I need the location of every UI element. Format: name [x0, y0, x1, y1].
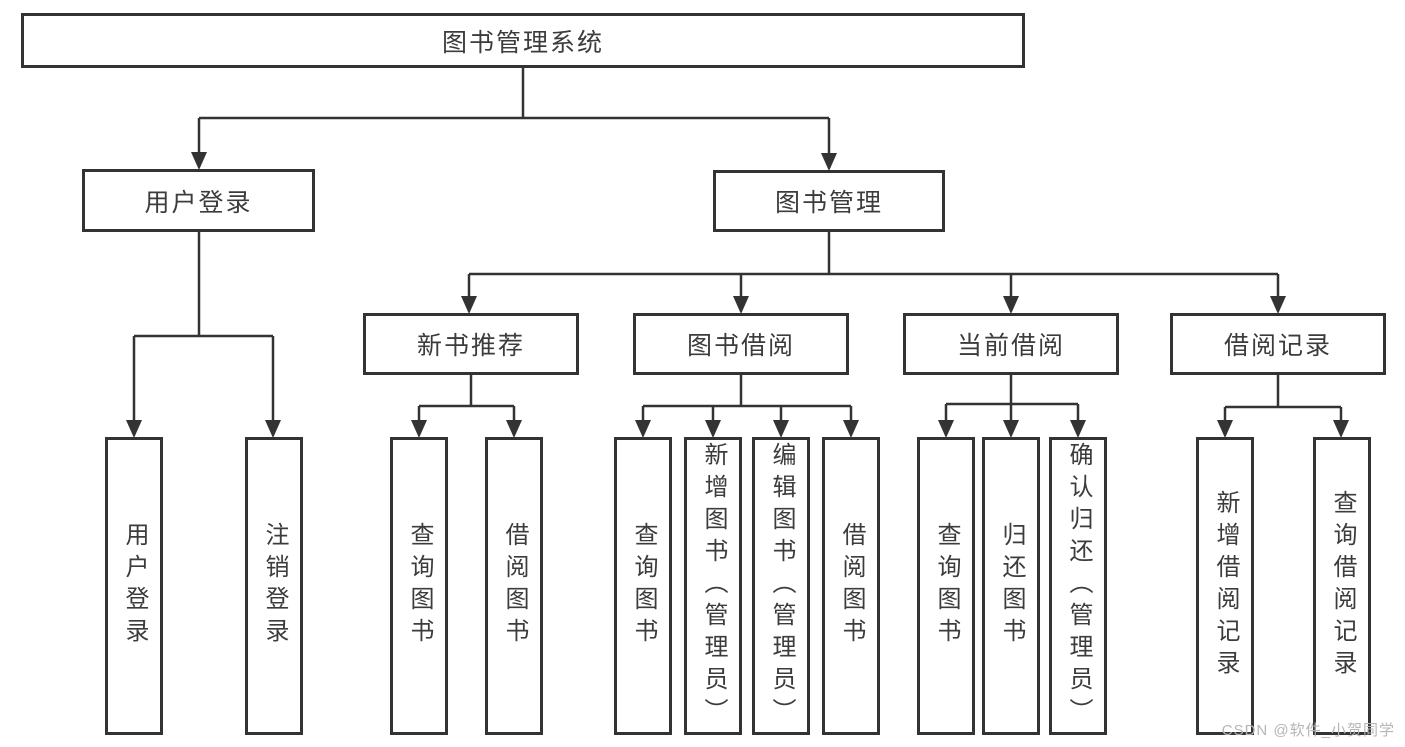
leaf-query-books-current: 查询图书 — [917, 437, 975, 735]
leaf-label: 查询图书 — [406, 522, 433, 650]
node-label: 当前借阅 — [956, 332, 1065, 360]
arrow-icon — [1333, 420, 1349, 438]
node-label: 图书管理 — [774, 189, 883, 217]
node-borrow-records: 借阅记录 — [1170, 313, 1386, 375]
arrow-icon — [733, 296, 749, 314]
arrow-icon — [265, 420, 281, 438]
arrow-icon — [191, 152, 207, 170]
arrow-icon — [1270, 296, 1286, 314]
leaf-borrow-books-borrow: 借阅图书 — [822, 437, 880, 735]
arrow-icon — [461, 296, 477, 314]
arrow-icon — [126, 420, 142, 438]
arrow-icon — [773, 420, 789, 438]
node-label: 借阅记录 — [1223, 332, 1332, 360]
leaf-label: 确认归还（管理员） — [1065, 442, 1092, 730]
node-book-borrow: 图书借阅 — [633, 313, 849, 375]
leaf-logout: 注销登录 — [245, 437, 303, 735]
leaf-label: 注销登录 — [261, 522, 288, 650]
arrow-icon — [938, 420, 954, 438]
leaf-query-books-recommend: 查询图书 — [390, 437, 448, 735]
arrow-icon — [635, 420, 651, 438]
leaf-borrow-books-recommend: 借阅图书 — [485, 437, 543, 735]
leaf-label: 用户登录 — [121, 522, 148, 650]
leaf-edit-book-admin: 编辑图书（管理员） — [752, 437, 810, 735]
leaf-add-borrow-record: 新增借阅记录 — [1196, 437, 1254, 735]
leaf-label: 借阅图书 — [838, 522, 865, 650]
node-label: 新书推荐 — [416, 332, 525, 360]
leaf-label: 新增图书（管理员） — [700, 442, 727, 730]
arrow-icon — [1070, 420, 1086, 438]
leaf-add-book-admin: 新增图书（管理员） — [684, 437, 742, 735]
arrow-icon — [705, 420, 721, 438]
leaf-query-books-borrow: 查询图书 — [614, 437, 672, 735]
leaf-label: 查询图书 — [933, 522, 960, 650]
node-label: 用户登录 — [144, 188, 253, 217]
node-user-login: 用户登录 — [82, 169, 315, 232]
arrow-icon — [843, 420, 859, 438]
node-book-management: 图书管理 — [713, 170, 945, 232]
arrow-icon — [411, 420, 427, 438]
arrow-icon — [1003, 296, 1019, 314]
leaf-return-book: 归还图书 — [982, 437, 1040, 735]
node-label: 图书借阅 — [686, 332, 795, 360]
node-new-book-recommend: 新书推荐 — [363, 313, 579, 375]
arrow-icon — [1003, 420, 1019, 438]
arrow-icon — [506, 420, 522, 438]
leaf-user-login: 用户登录 — [105, 437, 163, 735]
csdn-watermark: CSDN @软件_小贺同学 — [1221, 722, 1395, 739]
arrow-icon — [1217, 420, 1233, 438]
node-root: 图书管理系统 — [21, 13, 1025, 68]
leaf-label: 查询借阅记录 — [1329, 490, 1356, 682]
node-root-label: 图书管理系统 — [441, 28, 604, 57]
leaf-confirm-return-admin: 确认归还（管理员） — [1049, 437, 1107, 735]
leaf-label: 查询图书 — [630, 522, 657, 650]
leaf-label: 借阅图书 — [501, 522, 528, 650]
leaf-query-borrow-record: 查询借阅记录 — [1313, 437, 1371, 735]
arrow-icon — [821, 153, 837, 171]
leaf-label: 编辑图书（管理员） — [768, 442, 795, 730]
leaf-label: 归还图书 — [998, 522, 1025, 650]
node-current-borrow: 当前借阅 — [903, 313, 1119, 375]
leaf-label: 新增借阅记录 — [1212, 490, 1239, 682]
